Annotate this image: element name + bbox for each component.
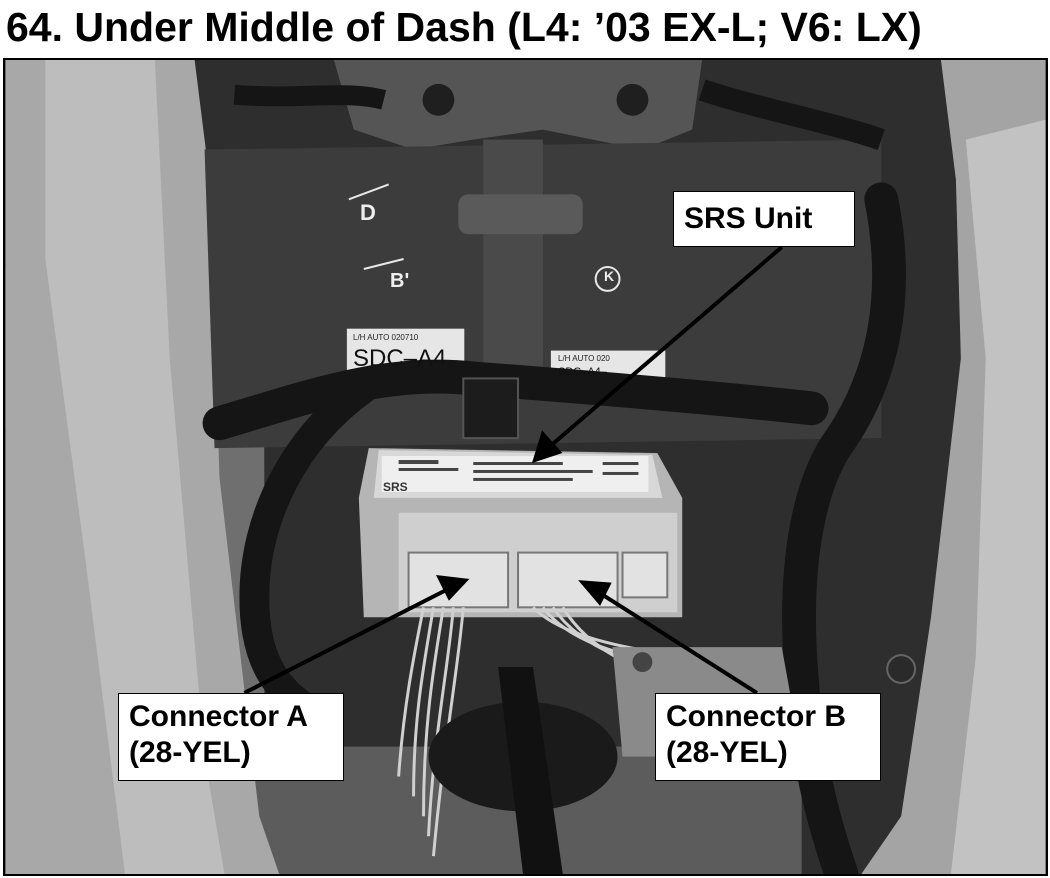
- arrowhead-srs-unit: [531, 430, 563, 464]
- harness-left-drop: [239, 373, 379, 722]
- center-rib: [483, 139, 543, 399]
- left-tag-main-print: SDC–A4: [353, 345, 447, 372]
- right-trim-highlight: [950, 119, 1046, 874]
- duct-mark-b: B': [390, 270, 410, 292]
- mark-circle-k: [594, 265, 621, 292]
- connector-b-label: Connector B: [666, 700, 846, 733]
- spare-socket: [621, 551, 669, 599]
- lower-bolt: [632, 652, 653, 672]
- callout-arrows: [243, 245, 784, 695]
- arrow-srs-unit: [546, 245, 784, 450]
- arrow-connector-b: [594, 588, 758, 695]
- bracket-bolt-right: [616, 83, 649, 116]
- connector-b-callout: Connector B (28-YEL): [655, 693, 881, 781]
- connector-a-spec: (28-YEL): [129, 736, 251, 769]
- mark-line-d: [348, 183, 390, 201]
- duct-mark-d: D: [360, 200, 376, 225]
- right-tag-main-print: SDC–A4–: [558, 366, 607, 378]
- srs-label-print: [398, 460, 639, 481]
- connector-a-wires: [397, 607, 465, 857]
- left-tag-small-print: L/H AUTO 020710: [353, 333, 419, 342]
- arrowhead-connector-a: [435, 575, 470, 601]
- srs-unit-label: SRS Unit: [684, 202, 813, 235]
- connector-a-callout: Connector A (28-YEL): [118, 693, 344, 781]
- arrow-connector-a: [243, 585, 453, 695]
- floor-cable: [498, 667, 563, 874]
- center-tab: [458, 194, 583, 235]
- upper-bracket: [333, 60, 703, 150]
- srs-unit-callout: SRS Unit: [673, 191, 855, 247]
- harness-top-left: [233, 84, 387, 110]
- mark-line-b: [363, 258, 404, 270]
- bracket-bolt-left: [422, 83, 455, 116]
- harness-clip: [462, 377, 520, 440]
- trim-screw: [886, 654, 917, 684]
- right-tag-small-print: L/H AUTO 020: [558, 354, 610, 363]
- harness-top-right: [698, 79, 885, 150]
- left-trim-highlight: [45, 60, 225, 874]
- page-title: 64. Under Middle of Dash (L4: ’03 EX-L; …: [6, 4, 922, 50]
- arrowhead-connector-b: [578, 580, 612, 606]
- connector-a-label: Connector A: [129, 700, 308, 733]
- srs-side-print: SRS: [383, 480, 408, 494]
- connector-b-spec: (28-YEL): [666, 736, 788, 769]
- duct-mark-k: K: [604, 268, 615, 284]
